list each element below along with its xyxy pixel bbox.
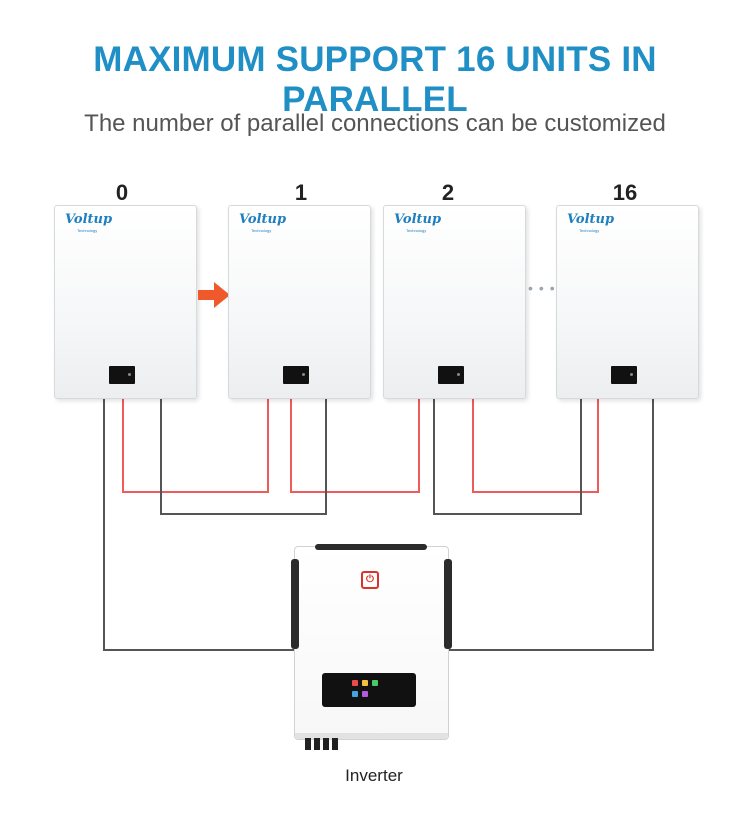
arrow-right-icon [198,282,230,308]
brand-logo-sub: Technology [251,228,272,233]
negative-wire-2-16 [433,398,582,515]
inverter-base [295,733,448,739]
inverter-display [322,673,416,707]
ellipsis-dots-icon: ••• [528,280,561,296]
status-led-icon [372,680,378,686]
battery-display-icon [438,366,464,384]
negative-wire-0-1 [160,398,327,515]
battery-display-icon [109,366,135,384]
unit-number-2: 2 [441,180,455,205]
status-led-icon [352,691,358,697]
battery-unit-1: Voltup Technology [228,205,371,399]
battery-display-icon [611,366,637,384]
unit-number-16: 16 [612,180,638,205]
unit-number-0: 0 [115,180,129,205]
brand-logo: Voltup [239,212,287,227]
inverter-device: ⏻ [291,544,452,750]
inverter-side-panel-left [291,559,299,649]
inverter-top-bar [315,544,427,550]
battery-unit-0: Voltup Technology [54,205,197,399]
inverter-label: Inverter [345,766,403,785]
inverter-wire-left [103,398,294,651]
battery-unit-16: Voltup Technology [556,205,699,399]
inverter-side-panel-right [444,559,452,649]
brand-logo: Voltup [567,212,615,227]
status-led-icon [362,691,368,697]
positive-wire-0-1 [122,398,269,493]
positive-wire-2-16 [472,398,599,493]
brand-logo-sub: Technology [579,228,600,233]
brand-logo-sub: Technology [406,228,427,233]
battery-display-icon [283,366,309,384]
brand-logo: Voltup [65,212,113,227]
status-led-icon [362,680,368,686]
positive-wire-1-2 [290,398,420,493]
brand-logo: Voltup [394,212,442,227]
page-title: MAXIMUM SUPPORT 16 UNITS IN PARALLEL [93,40,657,119]
inverter-wire-right [447,398,654,651]
battery-unit-2: Voltup Technology [383,205,526,399]
unit-number-1: 1 [294,180,308,205]
page-subtitle: The number of parallel connections can b… [84,110,666,137]
brand-logo-sub: Technology [77,228,98,233]
status-led-icon [352,680,358,686]
connector-ports-icon [305,737,345,751]
power-icon: ⏻ [361,571,379,589]
